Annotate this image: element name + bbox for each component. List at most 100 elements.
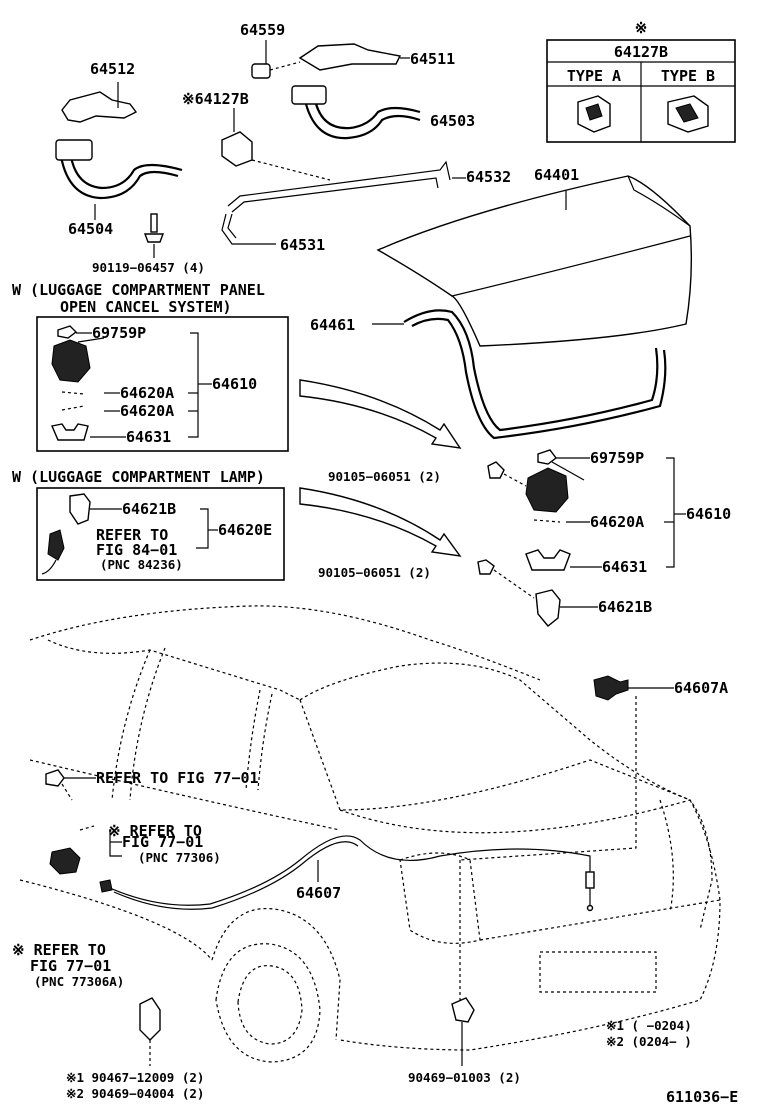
car-pillar-b <box>129 647 166 801</box>
lock-part-69759p-shape <box>537 449 557 465</box>
ref-77306a-line2: FIG 77−01 <box>30 957 111 975</box>
label-90105-a: 90105−06051 (2) <box>328 469 441 484</box>
hinge-arm-right-shape-inner <box>314 103 421 130</box>
panel-box-64610: 64610 <box>212 375 257 393</box>
dashline-64559 <box>269 61 301 71</box>
label-64559: 64559 <box>240 21 285 39</box>
label-64621b-right: 64621B <box>598 598 652 616</box>
car-wheel-inner <box>237 965 303 1045</box>
label-64127b-note: ※64127B <box>182 90 249 108</box>
type-table: ※ 64127B TYPE A TYPE B <box>546 19 736 143</box>
arrow-lamp-to-lock <box>299 487 462 557</box>
clip-type-a-detail <box>585 103 603 121</box>
label-64532: 64532 <box>466 168 511 186</box>
hinge-arm-right-head <box>291 85 327 105</box>
car-pillar-d <box>257 693 273 791</box>
label-64620a-right: 64620A <box>590 513 644 531</box>
lamp-box-64620e: 64620E <box>218 521 272 539</box>
dashline-64127b <box>251 159 331 181</box>
panel-box-title-2: OPEN CANCEL SYSTEM) <box>60 298 232 316</box>
panel-lock-shape <box>51 339 91 383</box>
part-refer-77-01-shape <box>45 769 65 787</box>
opener-64607a-shape <box>593 675 629 701</box>
label-64461: 64461 <box>310 316 355 334</box>
ref-77306-line3: (PNC 77306) <box>138 850 221 865</box>
lock-screw <box>533 519 561 523</box>
cable-64607-group <box>45 675 674 1066</box>
torsion-bar-64531-b <box>227 213 237 239</box>
car-bumper-top <box>479 899 721 941</box>
clamp-90469-shape <box>451 997 475 1023</box>
panel-screw-1 <box>61 391 85 395</box>
dashline-90105-b <box>493 569 535 599</box>
label-64503: 64503 <box>430 112 475 130</box>
car-tail-lamp <box>399 852 481 944</box>
lamp-box: W (LUGGAGE COMPARTMENT LAMP) 64621B REFE… <box>12 468 285 581</box>
car-body <box>19 605 721 1063</box>
torsion-bar-64532 <box>227 160 451 207</box>
label-69759p-right: 69759P <box>590 449 644 467</box>
lock-part-64621b-shape <box>535 589 561 627</box>
label-90469-right: 90469−01003 (2) <box>408 1070 521 1085</box>
lamp-box-refer-3: (PNC 84236) <box>100 557 183 572</box>
label-diagram-code: 611036−E <box>666 1088 738 1106</box>
luggage-lid-edge <box>627 175 691 227</box>
lamp-box-refer-1: REFER TO <box>96 526 168 544</box>
type-table-col-a: TYPE A <box>567 67 621 85</box>
lock-body-shape <box>525 467 569 513</box>
lamp-box-refer-2: FIG 84−01 <box>96 541 177 559</box>
lamp-bracket <box>196 508 209 549</box>
car-pillar-c <box>245 689 261 791</box>
label-64607a: 64607A <box>674 679 728 697</box>
lock-bracket <box>666 457 675 568</box>
panel-box-64620a-2: 64620A <box>120 402 174 420</box>
cable-64607-b <box>113 841 359 910</box>
luggage-lid-group <box>372 175 693 440</box>
bolt-90105-b-shape <box>477 559 495 575</box>
bolt-90105-a-shape <box>487 461 505 479</box>
lock-part-64631-shape <box>525 549 571 571</box>
cable-end-tip <box>586 904 594 912</box>
car-wheel-arch <box>211 908 341 1041</box>
hinge-right-group <box>221 40 466 245</box>
footnote-right-2: ※2 (0204− ) <box>606 1034 692 1049</box>
panel-part-69759p-shape <box>57 325 78 339</box>
panel-screw-2 <box>61 405 85 411</box>
label-64610-right: 64610 <box>686 505 731 523</box>
car-rear-window <box>299 699 691 811</box>
hinge-bracket-left-shape <box>61 91 138 123</box>
car-belt-line <box>29 759 341 831</box>
ref-77306a-line3: (PNC 77306A) <box>34 974 124 989</box>
label-64631-right: 64631 <box>602 558 647 576</box>
footnote-right-1: ※1 ( −0204) <box>606 1018 692 1033</box>
leader-pnc-77306 <box>109 830 122 857</box>
clip-64127b-shape <box>221 131 253 167</box>
screw-pnc-77306 <box>79 825 95 831</box>
hinge-arm-left-shape <box>58 149 179 200</box>
panel-box-title-1: W (LUGGAGE COMPARTMENT PANEL <box>12 281 265 299</box>
label-64511: 64511 <box>410 50 455 68</box>
label-90105-b: 90105−06051 (2) <box>318 565 431 580</box>
label-64512: 64512 <box>90 60 135 78</box>
part-pnc-77306-shape <box>49 847 81 875</box>
luggage-lid-crease <box>451 235 691 297</box>
torsion-bar-64532-b <box>231 177 439 213</box>
lamp-wire <box>41 559 57 575</box>
lock-assembly-right <box>477 449 686 627</box>
weatherstrip-64461 <box>403 309 659 432</box>
car-trunk-side <box>659 799 674 913</box>
plug-64559-shape <box>251 63 271 79</box>
torsion-bar-64531 <box>221 213 276 245</box>
arrow-panel-to-lock <box>299 379 462 449</box>
panel-box-64620a-1: 64620A <box>120 384 174 402</box>
ref-77306-line1: ※ REFER TO <box>108 822 202 840</box>
type-table-mark: ※ <box>635 19 648 37</box>
clip-type-b-detail <box>675 103 699 123</box>
dashline-refer-77-01 <box>61 783 73 801</box>
panel-open-cancel-box: W (LUGGAGE COMPARTMENT PANEL OPEN CANCEL… <box>12 281 289 452</box>
label-64504: 64504 <box>68 220 113 238</box>
hinge-left-group <box>55 82 183 258</box>
panel-box-69759p: 69759P <box>92 324 146 342</box>
luggage-lid-shape <box>376 175 693 347</box>
